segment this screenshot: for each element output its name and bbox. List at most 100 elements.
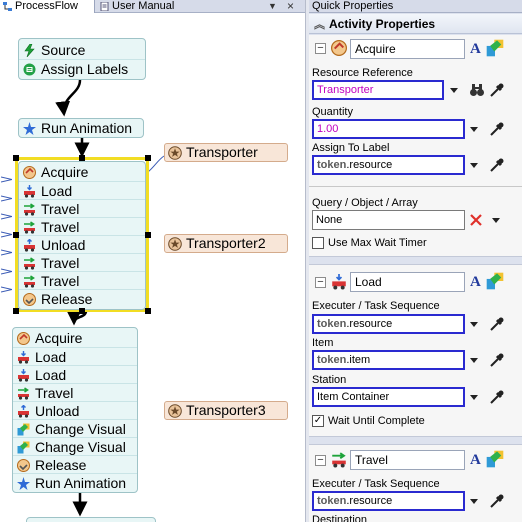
quantity-field[interactable]: 1.00 — [312, 119, 465, 139]
resize-handle[interactable] — [79, 308, 85, 314]
green-tag-icon — [23, 63, 36, 76]
font-a-icon[interactable]: A — [470, 41, 481, 57]
scissors-connector-icon[interactable] — [1, 231, 12, 238]
travel-arrow-icon — [24, 257, 35, 270]
palette-icon[interactable] — [486, 450, 504, 468]
scissors-connector-icon[interactable] — [1, 268, 12, 275]
assign-to-dropdown[interactable] — [470, 163, 478, 168]
travel-arrow-icon — [24, 221, 35, 234]
red-x-clear-icon[interactable] — [469, 213, 483, 227]
resource-transporter2[interactable]: Transporter2 — [164, 234, 288, 253]
travel-executer-dropdown[interactable] — [470, 499, 478, 504]
eyedropper-icon[interactable] — [489, 316, 505, 332]
collapse-travel-button[interactable]: − — [315, 455, 326, 466]
activity-load[interactable]: Load — [13, 347, 137, 365]
query-dropdown[interactable] — [492, 218, 500, 223]
travel-executer-field[interactable]: token.resource — [312, 491, 465, 511]
station-field[interactable]: Item Container — [312, 387, 465, 407]
scissors-connector-icon[interactable] — [1, 176, 12, 183]
resize-handle[interactable] — [13, 155, 19, 161]
second-transport-block[interactable]: Acquire Load Load Travel Unload Change V… — [12, 327, 138, 493]
assign-to-label-field[interactable]: token.resource — [312, 155, 465, 175]
activity-travel[interactable]: Travel — [19, 253, 145, 271]
activity-run-animation[interactable]: Run Animation — [19, 119, 143, 137]
activity-release[interactable]: Release — [19, 289, 145, 307]
activity-unload[interactable]: Unload — [19, 235, 145, 253]
tab-user-manual[interactable]: User Manual — [97, 0, 182, 13]
collapse-acquire-button[interactable]: − — [315, 43, 326, 54]
activity-travel[interactable]: Travel — [13, 383, 137, 401]
resize-handle[interactable] — [145, 155, 151, 161]
destination-label: Destination — [312, 514, 368, 522]
resize-handle[interactable] — [145, 232, 151, 238]
wait-until-complete-checkbox[interactable]: ✓ — [312, 415, 324, 427]
activity-travel[interactable]: Travel — [19, 271, 145, 289]
activity-change-visual[interactable]: Change Visual — [13, 419, 137, 437]
eyedropper-icon[interactable] — [489, 493, 505, 509]
tab-overflow-button[interactable]: ▼ — [268, 1, 277, 11]
next-block-partial[interactable] — [26, 517, 156, 522]
quantity-dropdown[interactable] — [470, 127, 478, 132]
palette-icon[interactable] — [486, 272, 504, 290]
activity-load[interactable]: Load — [19, 181, 145, 199]
eyedropper-icon[interactable] — [489, 352, 505, 368]
activity-run-animation[interactable]: Run Animation — [13, 473, 137, 491]
query-field[interactable]: None — [312, 210, 465, 230]
station-dropdown[interactable] — [470, 395, 478, 400]
activity-source[interactable]: Source — [19, 41, 145, 59]
scissors-connector-icon[interactable] — [1, 195, 12, 202]
scissors-connector-icon[interactable] — [1, 213, 12, 220]
activity-load[interactable]: Load — [13, 365, 137, 383]
travel-arrow-icon — [24, 203, 35, 216]
cart-load-icon — [24, 185, 35, 198]
eyedropper-icon[interactable] — [489, 157, 505, 173]
eyedropper-icon[interactable] — [489, 82, 505, 98]
resize-handle[interactable] — [13, 308, 19, 314]
resource-transporter3[interactable]: Transporter3 — [164, 401, 288, 420]
executer-field[interactable]: token.resource — [312, 314, 465, 334]
activity-acquire[interactable]: Acquire — [13, 329, 137, 347]
font-a-icon[interactable]: A — [470, 452, 481, 468]
font-a-icon[interactable]: A — [470, 274, 481, 290]
tab-close-button[interactable]: × — [287, 0, 295, 13]
resource-reference-dropdown[interactable] — [450, 88, 458, 93]
eyedropper-icon[interactable] — [489, 389, 505, 405]
activity-travel[interactable]: Travel — [19, 199, 145, 217]
activity-travel[interactable]: Travel — [19, 217, 145, 235]
collapse-chevron-icon[interactable]: ︽ — [314, 19, 325, 31]
eyedropper-icon[interactable] — [489, 121, 505, 137]
resource-transporter[interactable]: Transporter — [164, 143, 288, 162]
acquire-name-field[interactable]: Acquire — [350, 39, 465, 59]
flow-canvas[interactable]: Source Assign Labels Run Animation Acqui… — [0, 14, 305, 522]
item-dropdown[interactable] — [470, 358, 478, 363]
run-animation-block[interactable]: Run Animation — [18, 118, 144, 138]
resize-handle[interactable] — [145, 308, 151, 314]
executer-dropdown[interactable] — [470, 322, 478, 327]
item-field[interactable]: token.item — [312, 350, 465, 370]
resize-handle[interactable] — [79, 155, 85, 161]
resource-reference-field[interactable]: Transporter — [312, 80, 444, 100]
activity-assign-labels[interactable]: Assign Labels — [19, 59, 145, 77]
activity-label: Release — [35, 457, 87, 473]
load-name-field[interactable]: Load — [350, 272, 465, 292]
activity-change-visual[interactable]: Change Visual — [13, 437, 137, 455]
source-block[interactable]: Source Assign Labels — [18, 38, 146, 80]
activity-unload[interactable]: Unload — [13, 401, 137, 419]
transport-block-selected[interactable]: Acquire Load Travel Travel Unload Travel — [18, 161, 146, 310]
scissors-connector-icon[interactable] — [1, 286, 12, 293]
resize-handle[interactable] — [13, 232, 19, 238]
collapse-load-button[interactable]: − — [315, 277, 326, 288]
quick-properties-panel: Quick Properties ︽ Activity Properties −… — [309, 0, 522, 522]
travel-name-field[interactable]: Travel — [350, 450, 465, 470]
binoculars-icon[interactable] — [469, 82, 485, 98]
activity-release[interactable]: Release — [13, 455, 137, 473]
activity-properties-header[interactable]: ︽ Activity Properties — [309, 14, 522, 34]
blue-star-icon — [17, 477, 30, 490]
palette-icon[interactable] — [486, 39, 504, 57]
max-wait-checkbox[interactable] — [312, 237, 324, 249]
scissors-connector-icon[interactable] — [1, 249, 12, 256]
hand-acquire-icon — [23, 166, 36, 179]
activity-acquire[interactable]: Acquire — [19, 163, 145, 181]
panel-splitter[interactable] — [305, 0, 309, 522]
tab-process-flow[interactable]: ProcessFlow — [0, 0, 95, 13]
